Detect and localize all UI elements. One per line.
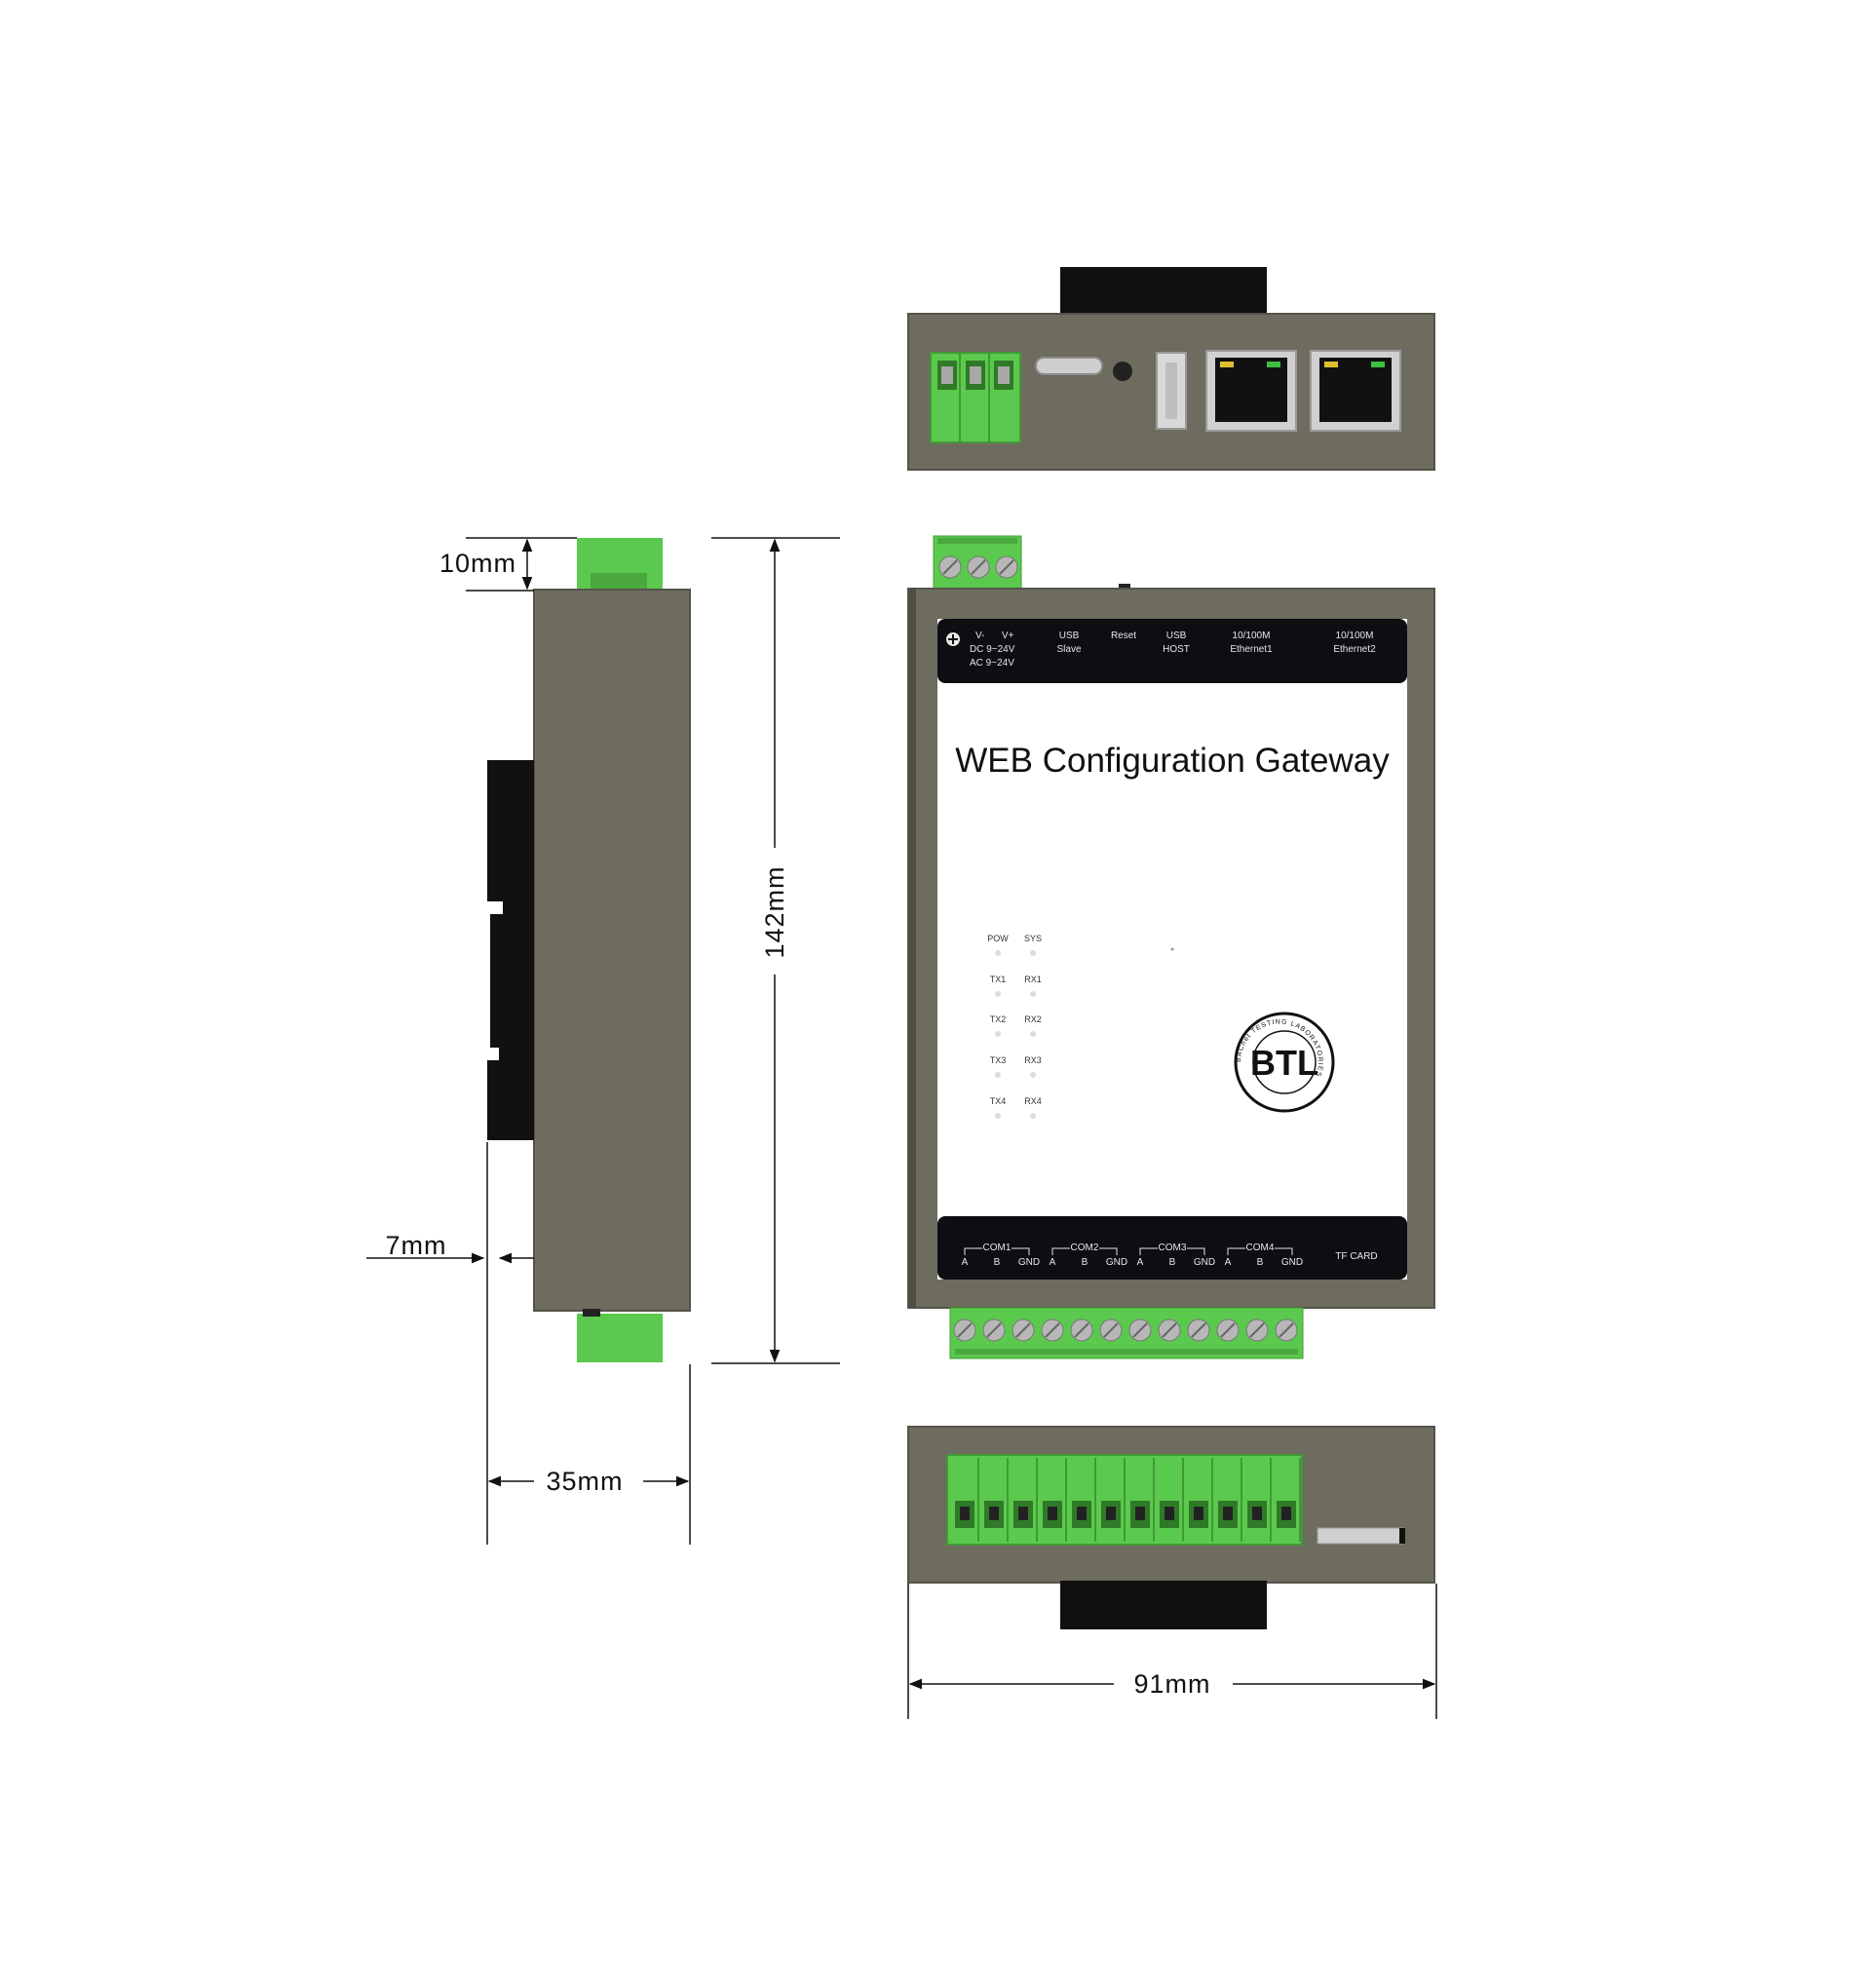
dim-width: 91mm (1133, 1669, 1210, 1699)
com-port-4-b: B (1257, 1257, 1264, 1268)
led-pow (995, 950, 1001, 956)
led-tx1 (995, 991, 1001, 997)
led-rx2 (1030, 1031, 1036, 1037)
header-usb-slave-1: USB (1059, 631, 1080, 641)
led-indicators: POW SYS TX1 RX1 TX2 RX2 TX3 RX3 TX4 RX4 (987, 934, 1042, 1119)
top-power-terminal (930, 352, 1021, 443)
side-bottom-terminal (577, 1314, 663, 1362)
led-label-rx3: RX3 (1024, 1055, 1042, 1065)
dim-terminal-height: 10mm (439, 549, 516, 578)
led-label-tx2: TX2 (990, 1014, 1007, 1024)
bottom-view (907, 1426, 1435, 1629)
led-label-pow: POW (987, 934, 1009, 943)
led-rx3 (1030, 1072, 1036, 1078)
header-eth1-1: 10/100M (1233, 631, 1271, 641)
top-din-clip (1060, 267, 1267, 316)
led-label-tx1: TX1 (990, 975, 1007, 984)
com-port-1-gnd: GND (1018, 1257, 1040, 1268)
header-ac: AC 9~24V (970, 658, 1014, 669)
top-ethernet1-port (1205, 350, 1297, 432)
led-sys (1030, 950, 1036, 956)
top-ethernet2-port (1310, 350, 1401, 432)
com-port-2-b: B (1082, 1257, 1088, 1268)
tf-card-label: TF CARD (1335, 1251, 1377, 1262)
dim-depth: 35mm (546, 1467, 623, 1496)
com-port-4-gnd: GND (1281, 1257, 1303, 1268)
com-port-1-b: B (994, 1257, 1001, 1268)
led-label-rx2: RX2 (1024, 1014, 1042, 1024)
bottom-din-clip (1060, 1581, 1267, 1629)
led-label-rx4: RX4 (1024, 1096, 1042, 1106)
dim-rail-depth: 7mm (386, 1231, 447, 1260)
led-rx1 (1030, 991, 1036, 997)
product-title: WEB Configuration Gateway (955, 742, 1390, 780)
led-tx4 (995, 1113, 1001, 1119)
header-v-minus: V- (975, 631, 984, 641)
com-port-name-4: COM4 (1246, 1242, 1275, 1253)
side-view (487, 538, 691, 1362)
com-port-name-1: COM1 (983, 1242, 1012, 1253)
header-usb-slave-2: Slave (1056, 644, 1081, 655)
com-port-name-2: COM2 (1071, 1242, 1099, 1253)
led-tx2 (995, 1031, 1001, 1037)
front-view: V- V+ DC 9~24V AC 9~24V USB Slave Reset … (907, 535, 1435, 1359)
com-port-1-a: A (962, 1257, 969, 1268)
front-bottom-terminals (949, 1307, 1304, 1359)
led-label-tx3: TX3 (990, 1055, 1007, 1065)
header-eth1-2: Ethernet1 (1230, 644, 1273, 655)
led-label-tx4: TX4 (990, 1096, 1007, 1106)
top-view (907, 267, 1435, 471)
side-housing (533, 589, 691, 1312)
header-reset: Reset (1111, 631, 1136, 641)
front-top-terminals (933, 535, 1022, 590)
led-rx4 (1030, 1113, 1036, 1119)
btl-certification-seal: BACnet TESTING LABORATORIES BTL (1234, 1012, 1335, 1113)
top-reset-hole (1113, 362, 1132, 381)
side-din-clip (487, 760, 534, 1140)
header-eth2-2: Ethernet2 (1333, 644, 1376, 655)
bottom-tf-card-slot (1317, 1527, 1404, 1545)
front-header-strip (937, 619, 1407, 683)
led-label-rx1: RX1 (1024, 975, 1042, 984)
com-port-4-a: A (1225, 1257, 1232, 1268)
top-usb-c-port (1035, 357, 1103, 375)
header-v-plus: V+ (1002, 631, 1014, 641)
led-tx3 (995, 1072, 1001, 1078)
header-dc: DC 9~24V (970, 644, 1015, 655)
com-port-2-gnd: GND (1106, 1257, 1127, 1268)
seal-letters: BTL (1250, 1043, 1318, 1083)
com-port-name-3: COM3 (1159, 1242, 1187, 1253)
com-port-3-b: B (1169, 1257, 1176, 1268)
header-eth2-1: 10/100M (1336, 631, 1374, 641)
com-port-2-a: A (1050, 1257, 1056, 1268)
header-usb-host-2: HOST (1163, 644, 1190, 655)
dim-height: 142mm (760, 865, 789, 958)
header-usb-host-1: USB (1166, 631, 1187, 641)
led-label-sys: SYS (1024, 934, 1042, 943)
com-port-3-gnd: GND (1194, 1257, 1215, 1268)
dimension-annotations: 10mm 7mm 35mm 142mm 91mm (366, 537, 1437, 1719)
com-port-3-a: A (1137, 1257, 1144, 1268)
